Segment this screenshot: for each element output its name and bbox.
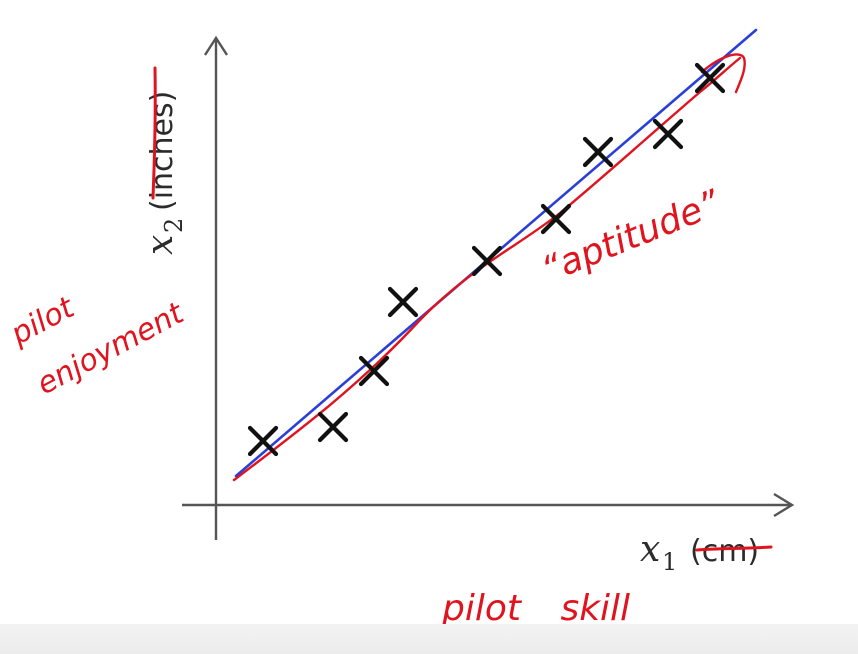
- x-axis-subscript: 1: [662, 548, 677, 576]
- y-axis-variable: x: [140, 235, 181, 255]
- data-points: [247, 62, 726, 457]
- data-point-marker: [540, 203, 572, 235]
- aptitude-label: “aptitude”: [536, 183, 726, 292]
- x-handwritten-annotation: pilot skill: [441, 588, 630, 629]
- aptitude-annotation: “aptitude”: [536, 183, 726, 292]
- pilot-skill-label: pilot skill: [441, 588, 630, 629]
- data-point-marker: [652, 118, 684, 150]
- data-point-marker: [471, 245, 503, 277]
- data-point-marker: [317, 411, 349, 443]
- x-axis-label: x 1 (cm): [640, 529, 759, 576]
- x-axis-variable: x: [640, 529, 660, 570]
- y-axis: [203, 35, 229, 540]
- y-axis-label: x 2 (inches): [140, 91, 188, 255]
- y-axis-unit: (inches): [145, 91, 180, 211]
- y-axis-subscript: 2: [160, 218, 188, 233]
- x-axis: [182, 492, 795, 518]
- red-fit-line: [232, 56, 742, 482]
- video-bottom-band: [0, 624, 858, 654]
- data-point-marker: [582, 136, 614, 168]
- data-point-marker: [247, 425, 279, 457]
- x-axis-unit: (cm): [690, 534, 759, 569]
- y-handwritten-annotation: pilot enjoyment: [4, 290, 190, 402]
- data-point-marker: [694, 62, 726, 94]
- data-point-marker: [387, 286, 419, 318]
- red-curl: [700, 53, 746, 94]
- pilot-label: pilot: [4, 290, 81, 353]
- data-point-marker: [358, 355, 390, 387]
- x-unit-strikethrough: [695, 545, 773, 552]
- y-unit-strikethrough: [151, 66, 157, 200]
